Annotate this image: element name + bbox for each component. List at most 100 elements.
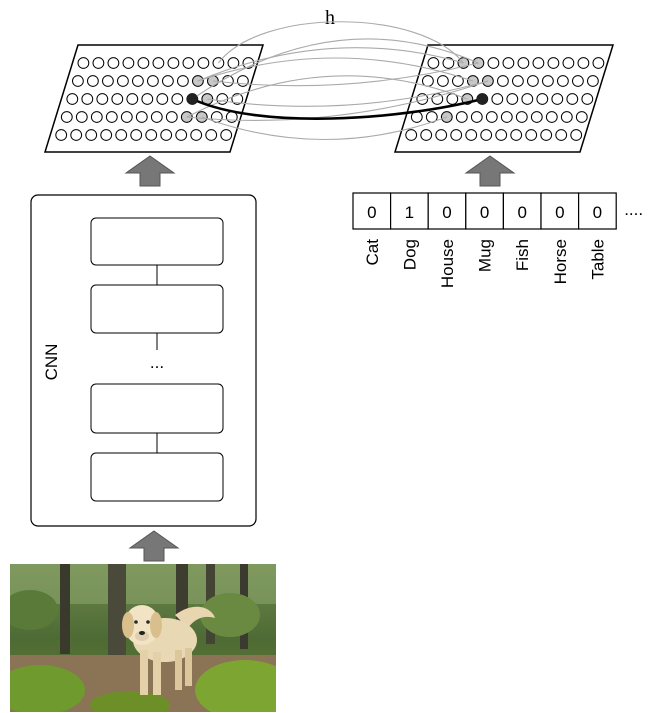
right-grid-cell — [557, 75, 569, 87]
left-grid-cell — [96, 93, 109, 105]
left-grid-cell — [66, 93, 79, 105]
left-grid-cell — [87, 75, 99, 87]
attention-connections — [186, 21, 489, 141]
right-grid-cell — [551, 93, 564, 105]
right-grid-cell — [581, 93, 594, 105]
left-grid-cell — [122, 57, 135, 69]
right-grid-cell — [575, 111, 588, 123]
one-hot-cell — [352, 192, 392, 230]
one-hot-label: Horse — [551, 239, 570, 284]
connection-line — [207, 80, 489, 107]
cnn-label: CNN — [42, 344, 61, 381]
right-grid-cell — [491, 93, 504, 105]
right-grid-cell — [442, 57, 455, 69]
right-grid-cell — [437, 75, 449, 87]
right-grid-cell — [465, 129, 478, 141]
one-hot-label: Table — [588, 239, 607, 280]
h-label: h — [325, 7, 335, 29]
one-hot-cell — [427, 192, 467, 230]
right-grid-cell — [480, 129, 493, 141]
right-grid-cell — [555, 129, 568, 141]
right-grid-cell — [532, 57, 545, 69]
one-hot-cell — [465, 192, 504, 230]
right-grid-cell — [527, 75, 539, 87]
left-grid-cell — [171, 93, 184, 105]
cnn-layer-3 — [90, 383, 224, 434]
left-grid-cell — [126, 93, 139, 105]
left-grid-cell — [197, 57, 210, 69]
active-connection — [191, 97, 483, 120]
one-hot-cell — [577, 192, 617, 230]
left-grid-cell — [160, 129, 173, 141]
one-hot-label: House — [438, 239, 457, 288]
right-grid-cell — [570, 129, 583, 141]
right-grid-cell — [512, 75, 524, 87]
left-grid-cell — [75, 111, 88, 123]
connection-line — [217, 21, 464, 64]
left-grid-cell — [177, 75, 189, 87]
right-grid-cell — [515, 111, 528, 123]
left-grid-cell — [77, 57, 90, 69]
connection-line — [197, 57, 474, 82]
right-grid-cell — [542, 75, 554, 87]
right-grid-cell — [545, 111, 558, 123]
left-grid-cell — [150, 111, 163, 123]
left-grid-cell — [145, 129, 158, 141]
active-source-cell — [186, 93, 198, 105]
left-grid-cell — [167, 57, 180, 69]
right-grid-cell — [547, 57, 560, 69]
right-grid-cell — [502, 57, 515, 69]
one-hot-label: Fish — [513, 239, 532, 271]
one-hot-trailing-dots: .... — [624, 200, 643, 219]
left-grid-cell — [156, 93, 169, 105]
right-grid-cell — [521, 93, 534, 105]
right-grid-cell — [497, 75, 509, 87]
left-grid-cell — [115, 129, 128, 141]
cnn-layer-2 — [90, 284, 224, 334]
left-grid-cell — [102, 75, 114, 87]
right-grid-cell — [525, 129, 538, 141]
up-arrow-cnn-to-grid — [124, 155, 176, 187]
connection-line — [201, 116, 447, 141]
one-hot-cell — [390, 192, 429, 230]
right-grid-cell — [427, 57, 440, 69]
right-grid-cell — [562, 57, 575, 69]
left-grid-cell — [100, 129, 113, 141]
left-grid-cell — [152, 57, 165, 69]
left-grid-cell — [117, 75, 129, 87]
connection-line — [191, 38, 479, 100]
one-hot-vector: 0Cat1Dog0House0Mug0Fish0Horse0Table.... — [352, 192, 643, 288]
right-grid-cell — [500, 111, 513, 123]
right-grid-cell — [587, 75, 599, 87]
left-grid-cell — [130, 129, 143, 141]
one-hot-label: Dog — [400, 239, 419, 270]
one-hot-value: 0 — [367, 203, 376, 222]
one-hot-value: 0 — [442, 203, 451, 222]
left-grid-cell — [55, 129, 68, 141]
left-grid-cell — [111, 93, 124, 105]
left-grid-cell — [220, 129, 233, 141]
right-grid-cell — [485, 111, 498, 123]
right-grid-cell — [506, 93, 519, 105]
connection-line — [186, 80, 489, 121]
cnn-layer-4 — [90, 452, 224, 502]
left-grid-cell — [72, 75, 84, 87]
right-grid-cell — [452, 75, 464, 87]
left-grid-cell — [227, 57, 240, 69]
right-grid-cell — [560, 111, 573, 123]
left-grid-cell — [105, 111, 118, 123]
left-grid-cell — [182, 57, 195, 69]
right-grid-cell — [487, 57, 500, 69]
right-grid-cell — [540, 129, 553, 141]
left-grid-cell — [237, 75, 249, 87]
up-arrow-onehot-to-grid — [464, 155, 516, 187]
one-hot-cell — [540, 192, 580, 230]
active-target-cell — [476, 93, 488, 105]
left-grid-cell — [92, 57, 105, 69]
right-grid-cell — [572, 75, 584, 87]
left-grid-cell — [205, 129, 218, 141]
left-grid-cell — [81, 93, 94, 105]
left-grid-cell — [147, 75, 159, 87]
right-grid-cell — [455, 111, 468, 123]
left-grid-cell — [85, 129, 98, 141]
